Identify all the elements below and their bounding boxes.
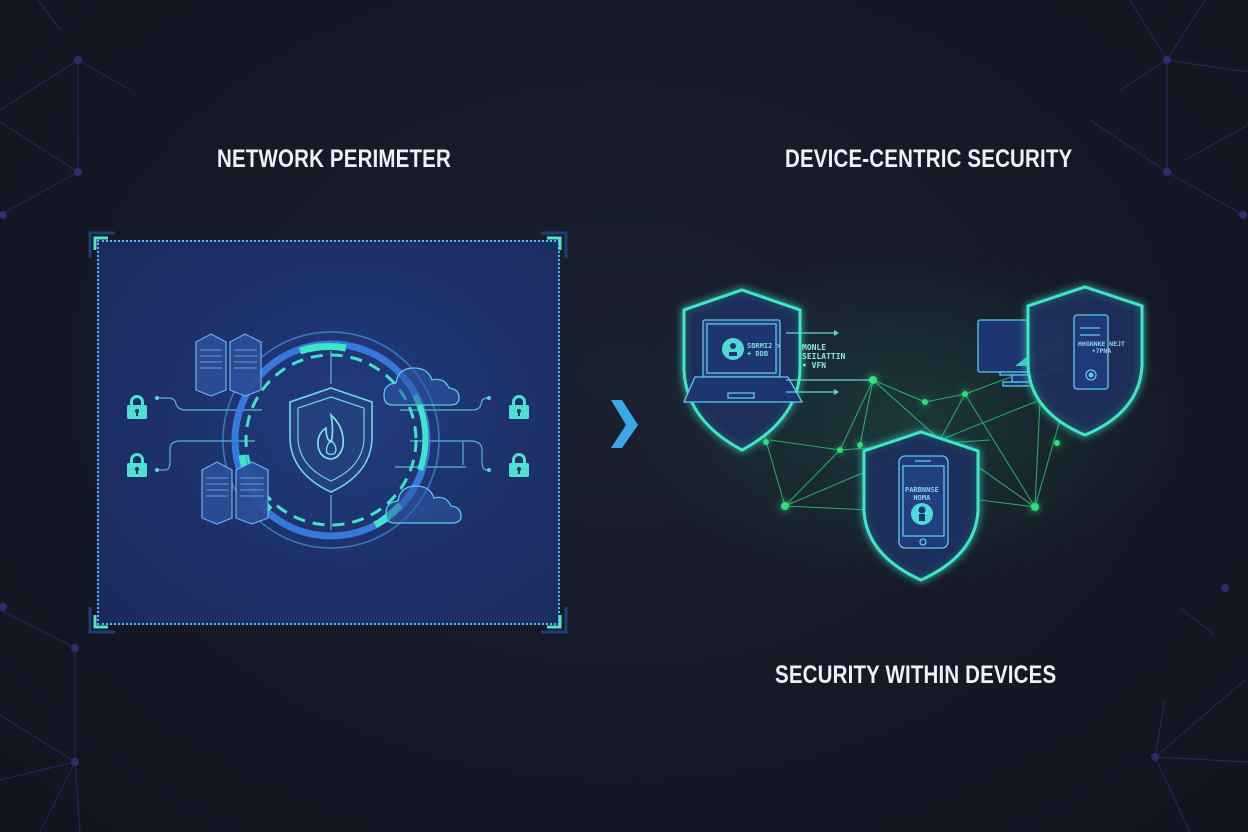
laptop-screen-text: SBRMI2 > + DDB [747, 342, 781, 359]
desktop-shield [977, 285, 1144, 437]
server-rack-icon [195, 333, 269, 525]
phone-screen-text: PARBNNSE HOMA [905, 486, 939, 503]
shield-firewall-icon [289, 387, 373, 493]
tower-pc-icon [1073, 314, 1109, 390]
desktop-screen-text: HHGNNKE NEJT •7PNA [1078, 340, 1125, 356]
laptop-side-text: MONLE SEILATTIN • VFN [802, 343, 846, 371]
phone-shield [862, 430, 980, 582]
laptop-shield [682, 288, 873, 452]
security-within-devices-caption: SECURITY WITHIN DEVICES [775, 661, 1057, 689]
device-centric-title: DEVICE-CENTRIC SECURITY [785, 145, 1073, 173]
cloud-icon [383, 367, 462, 524]
corner-bracket-icon [93, 236, 562, 629]
network-perimeter-title: NETWORK PERIMETER [217, 145, 451, 173]
